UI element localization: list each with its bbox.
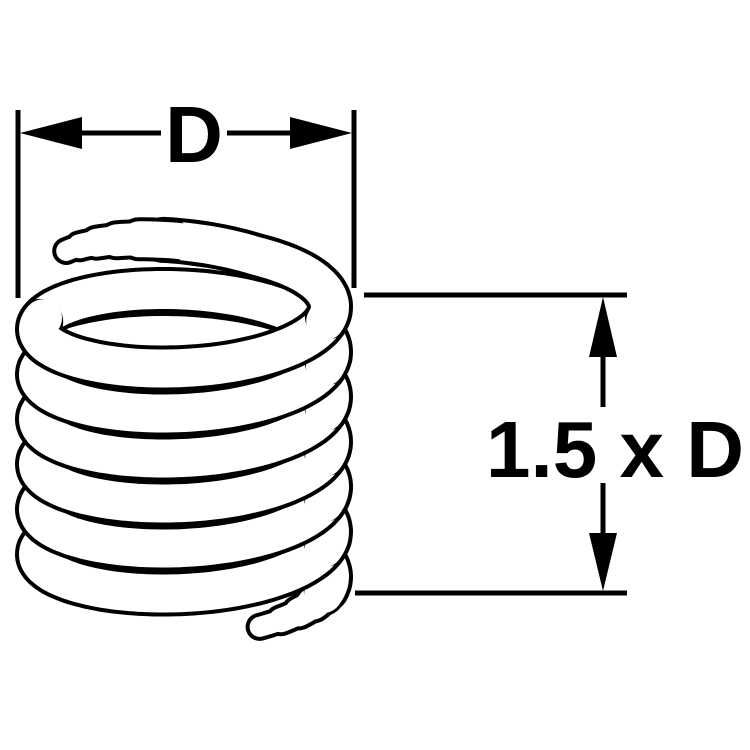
arrowhead-up-icon [589, 297, 617, 357]
arrowhead-right-icon [290, 117, 352, 149]
coil-drawing [15, 216, 353, 641]
diameter-dimension: D [15, 90, 357, 298]
arrowhead-down-icon [589, 533, 617, 591]
diameter-label: D [165, 90, 223, 179]
height-dimension: 1.5 x D [355, 292, 744, 596]
arrowhead-left-icon [20, 117, 82, 149]
height-label: 1.5 x D [486, 405, 744, 494]
